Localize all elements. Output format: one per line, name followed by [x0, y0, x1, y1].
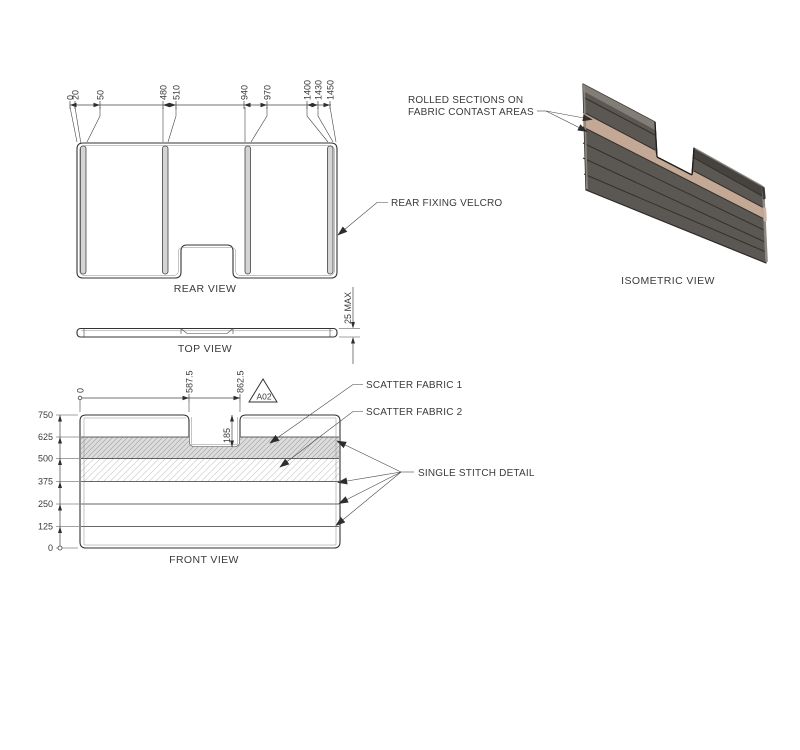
velcro-callout: REAR FIXING VELCRO — [337, 198, 502, 236]
dim-label: 20 — [71, 90, 81, 100]
isometric-view: ROLLED SECTIONS ON FABRIC CONTAST AREAS … — [408, 83, 768, 287]
thickness-label: 25 MAX — [343, 292, 353, 324]
origin-marker — [77, 395, 83, 401]
top-view-outline — [76, 327, 338, 338]
velcro-strip — [244, 145, 251, 275]
fabric1-callout: SCATTER FABRIC 1 — [269, 380, 463, 444]
dim-label: 1400 — [303, 80, 313, 100]
dim-label: 510 — [172, 85, 182, 100]
front-top-dimensions: 0 587.5 862.5 — [76, 370, 246, 412]
top-view-notch-profile — [180, 328, 234, 334]
rear-panel-inner-border — [79, 145, 335, 276]
dim-label: 587.5 — [185, 370, 195, 393]
dim-label: 500 — [38, 454, 53, 464]
thickness-dimension: 25 MAX — [339, 287, 360, 364]
notch-depth-dimension: 185 — [222, 415, 234, 447]
dim-label: 0 — [48, 543, 53, 553]
rolled-callout-line1: ROLLED SECTIONS ON — [408, 95, 523, 106]
iso-top-band-right — [694, 148, 764, 197]
velcro-callout-label: REAR FIXING VELCRO — [391, 198, 502, 209]
front-left-dim-labels: 750 625 500 375 250 125 0 — [38, 410, 53, 553]
front-panel-inner-border — [83, 417, 337, 546]
dim-label: 375 — [38, 477, 53, 487]
rolled-callout-line2: FABRIC CONTAST AREAS — [408, 107, 534, 118]
isometric-view-title: ISOMETRIC VIEW — [621, 275, 715, 287]
dim-label: 125 — [38, 522, 53, 532]
origin-marker — [57, 545, 63, 551]
velcro-strip — [80, 145, 87, 275]
front-view-title: FRONT VIEW — [169, 554, 239, 566]
top-view-ticks — [83, 328, 331, 337]
stitch-callout-label: SINGLE STITCH DETAIL — [418, 468, 535, 479]
dim-label: 50 — [96, 90, 106, 100]
dim-arrows — [70, 102, 330, 108]
rear-dimension-line: 0 20 50 480 510 940 970 1400 1430 1450 — [66, 80, 337, 145]
velcro-strips — [80, 145, 334, 275]
stitch-callout: SINGLE STITCH DETAIL — [335, 440, 535, 527]
dim-label: 970 — [263, 85, 273, 100]
fabric2-callout: SCATTER FABRIC 2 — [279, 407, 463, 468]
velcro-strip — [327, 145, 334, 275]
dim-label: 750 — [38, 410, 53, 420]
dim-label: 250 — [38, 499, 53, 509]
notch-depth-label: 185 — [222, 428, 232, 443]
iso-notch — [654, 121, 695, 176]
dim-label: 0 — [66, 95, 76, 100]
rear-panel-outline — [76, 142, 338, 279]
front-left-dimensions: 750 625 500 375 250 125 0 — [38, 410, 79, 553]
dim-label: 0 — [76, 388, 86, 393]
dim-label: 1430 — [314, 80, 324, 100]
iso-left-edge — [583, 84, 588, 190]
velcro-strip — [162, 145, 169, 275]
dim-label: 940 — [240, 85, 250, 100]
top-view-title: TOP VIEW — [178, 343, 232, 355]
revision-triangle: A02 — [248, 378, 278, 403]
rear-dim-labels: 0 20 50 480 510 940 970 1400 1430 1450 — [66, 80, 336, 100]
rear-view: 0 20 50 480 510 940 970 1400 1430 1450 R… — [66, 80, 503, 295]
rolled-sections-callout: ROLLED SECTIONS ON FABRIC CONTAST AREAS — [408, 95, 593, 132]
front-view: 750 625 500 375 250 125 0 0 587.5 — [38, 370, 535, 566]
dim-label: 862.5 — [236, 370, 246, 393]
dim-label: 480 — [159, 85, 169, 100]
stitch-lines — [81, 436, 339, 527]
top-view: 25 MAX TOP VIEW — [76, 287, 360, 364]
iso-rolled-top-left — [583, 84, 655, 130]
dim-label: 1450 — [326, 80, 336, 100]
scatter-fabric-1-hatch — [81, 437, 339, 459]
revision-label: A02 — [256, 392, 271, 402]
iso-rolled-top-right — [693, 147, 763, 187]
iso-band-lines — [582, 96, 767, 253]
fabric1-callout-label: SCATTER FABRIC 1 — [366, 380, 463, 391]
rear-view-title: REAR VIEW — [174, 283, 237, 295]
fabric2-callout-label: SCATTER FABRIC 2 — [366, 407, 463, 418]
dim-extension-lines — [69, 106, 337, 145]
front-panel-outline — [79, 414, 341, 549]
scatter-fabric-2-band — [81, 458, 339, 482]
dim-label: 625 — [38, 432, 53, 442]
iso-right-edge — [761, 186, 768, 263]
